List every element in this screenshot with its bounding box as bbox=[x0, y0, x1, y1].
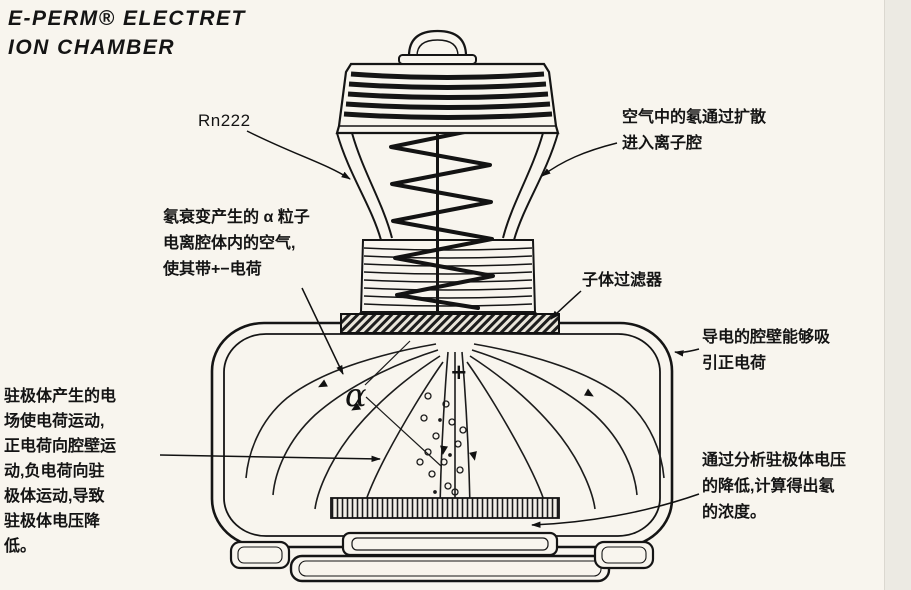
leader-alpha-ionization bbox=[301, 287, 344, 375]
label-radon-entry: 空气中的氡通过扩散 进入离子腔 bbox=[622, 105, 766, 157]
label-alpha-ionization: 氡衰变产生的 α 粒子 电离腔体内的空气, 使其带+−电荷 bbox=[163, 205, 310, 283]
label-line: 低。 bbox=[4, 538, 37, 555]
label-line: 正电荷向腔壁运 bbox=[4, 438, 117, 455]
funnel bbox=[336, 132, 559, 241]
label-line: 电离腔体内的空气, bbox=[163, 235, 296, 252]
electret-electrode bbox=[330, 497, 560, 519]
field-line bbox=[466, 361, 548, 512]
label-line: 空气中的氡通过扩散 bbox=[622, 109, 767, 126]
field-line bbox=[245, 343, 437, 479]
label-line: 引正电荷 bbox=[702, 355, 767, 372]
knob bbox=[398, 29, 477, 65]
field-arrowheads bbox=[318, 379, 594, 461]
field-line bbox=[439, 351, 449, 507]
chamber-feet bbox=[229, 540, 655, 570]
label-line: 场使电荷运动, bbox=[4, 413, 105, 430]
plus-symbol: + bbox=[450, 360, 468, 384]
leader-arrows bbox=[159, 130, 700, 528]
label-line: 进入离子腔 bbox=[622, 135, 703, 152]
field-line bbox=[473, 343, 665, 479]
leader-conductive-wall bbox=[674, 348, 700, 357]
leader-progeny-filter bbox=[550, 290, 582, 320]
label-line: 驻极体电压降 bbox=[4, 513, 101, 530]
label-line: 的降低,计算得出氡 bbox=[702, 478, 835, 495]
label-line: 通过分析驻极体电压 bbox=[702, 452, 847, 469]
label-conductive-wall: 导电的腔壁能够吸 引正电荷 bbox=[702, 325, 830, 377]
label-line: 氡衰变产生的 α 粒子 bbox=[163, 209, 310, 226]
electret-pedestal bbox=[341, 531, 559, 557]
cap bbox=[335, 62, 560, 135]
leader-radon-entry bbox=[541, 142, 618, 177]
ion-dots bbox=[416, 392, 467, 496]
field-line bbox=[362, 361, 444, 512]
leader-electret-field bbox=[159, 454, 381, 463]
field-lines bbox=[245, 343, 665, 512]
progeny-filter-plate bbox=[340, 313, 560, 334]
title-line-2: ION CHAMBER bbox=[8, 36, 175, 59]
label-line: 使其带+−电荷 bbox=[163, 261, 262, 278]
field-line bbox=[272, 349, 439, 496]
field-line bbox=[469, 355, 596, 510]
alpha-symbol: α bbox=[345, 376, 367, 414]
label-voltage-analysis: 通过分析驻极体电压 的降低,计算得出氡 的浓度。 bbox=[702, 448, 846, 526]
field-line bbox=[314, 355, 441, 510]
label-progeny-filter: 子体过滤器 bbox=[582, 272, 663, 289]
diagram-title: E-PERM® ELECTRET ION CHAMBER bbox=[8, 4, 246, 62]
leader-rn222 bbox=[246, 130, 351, 180]
scan-edge bbox=[884, 0, 911, 590]
label-line: 动,负电荷向驻 bbox=[4, 463, 105, 480]
alpha-tracks bbox=[364, 340, 442, 467]
label-line: 极体运动,导致 bbox=[4, 488, 105, 505]
field-line bbox=[461, 351, 471, 507]
label-line: 驻极体产生的电 bbox=[4, 388, 117, 405]
title-line-1: E-PERM® ELECTRET bbox=[8, 7, 246, 30]
label-rn222: Rn222 bbox=[198, 111, 251, 130]
label-electret-field: 驻极体产生的电 场使电荷运动, 正电荷向腔壁运 动,负电荷向驻 极体运动,导致 … bbox=[4, 384, 116, 559]
label-line: 的浓度。 bbox=[702, 504, 767, 521]
field-line bbox=[471, 349, 638, 496]
base-plate bbox=[289, 554, 611, 583]
leader-voltage-analysis bbox=[531, 493, 700, 528]
label-line: 导电的腔壁能够吸 bbox=[702, 329, 831, 346]
